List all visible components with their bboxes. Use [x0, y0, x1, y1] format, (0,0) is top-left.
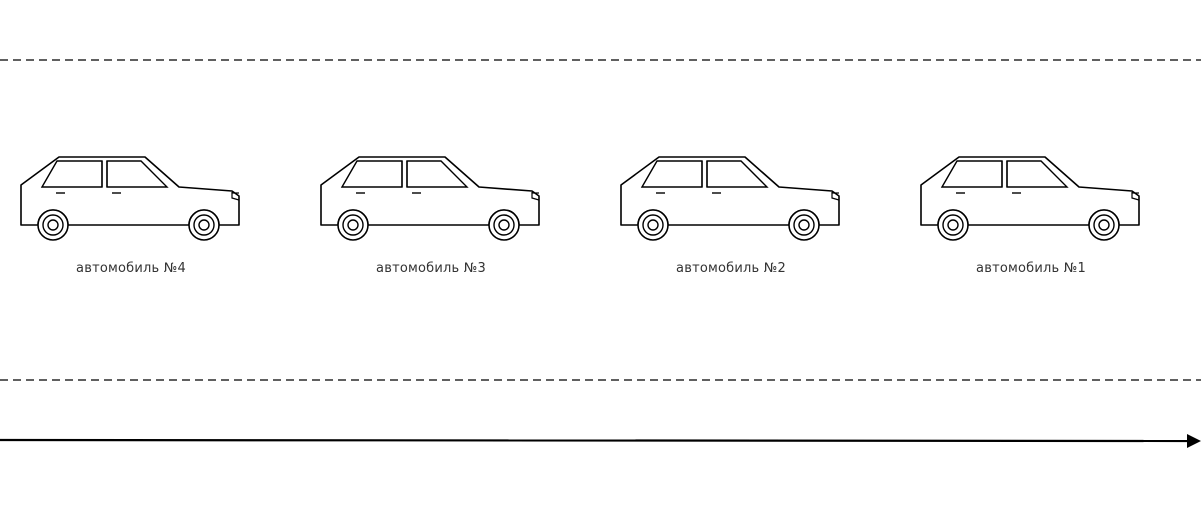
car-4-label: автомобиль №4 [76, 261, 186, 276]
car-2-label: автомобиль №2 [676, 261, 786, 276]
car-1-label: автомобиль №1 [976, 261, 1086, 276]
car-3-label: автомобиль №3 [376, 261, 486, 276]
direction-arrow [0, 434, 1201, 448]
car-3-icon [320, 156, 540, 241]
car-4-icon [20, 156, 240, 241]
car-2-icon [620, 156, 840, 241]
car-1-icon [920, 156, 1140, 241]
